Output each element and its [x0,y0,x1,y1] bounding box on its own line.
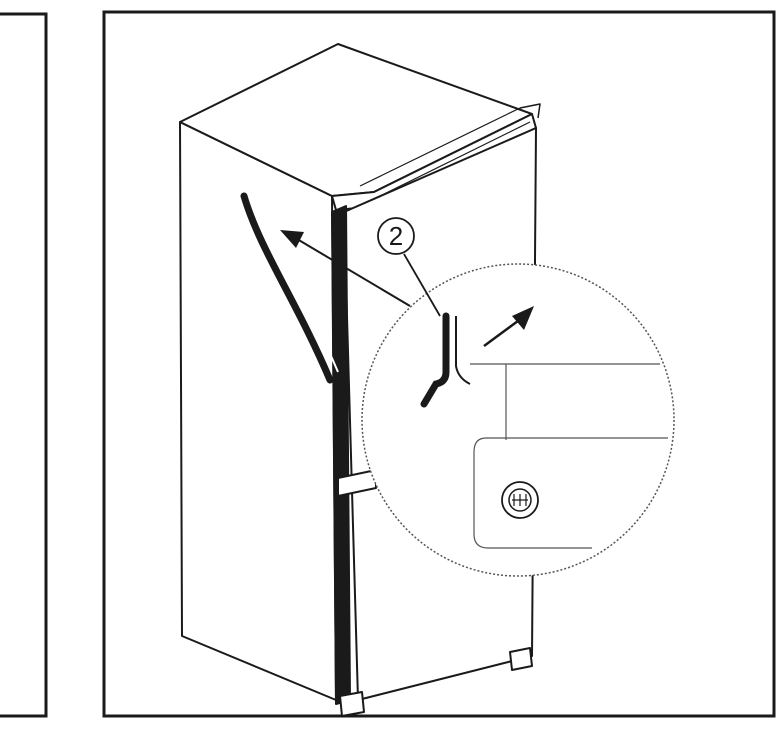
screw-cap-icon [501,481,539,519]
magnifier-detail [361,263,675,577]
seal-strip [240,192,339,384]
compartment-divider [337,469,377,497]
left-panel-frame [0,12,48,718]
hinge-connector [519,103,541,119]
fridge-foot-left [339,691,365,717]
callout-label: 2 [389,221,403,251]
callout-2: 2 [377,217,441,317]
door-edge-trim [331,205,351,705]
arrow-icon [280,230,411,307]
hinge-detail [359,107,531,201]
press-arrow-icon [483,306,534,348]
detail-strip [420,312,450,408]
fridge-foot-right [509,647,533,671]
